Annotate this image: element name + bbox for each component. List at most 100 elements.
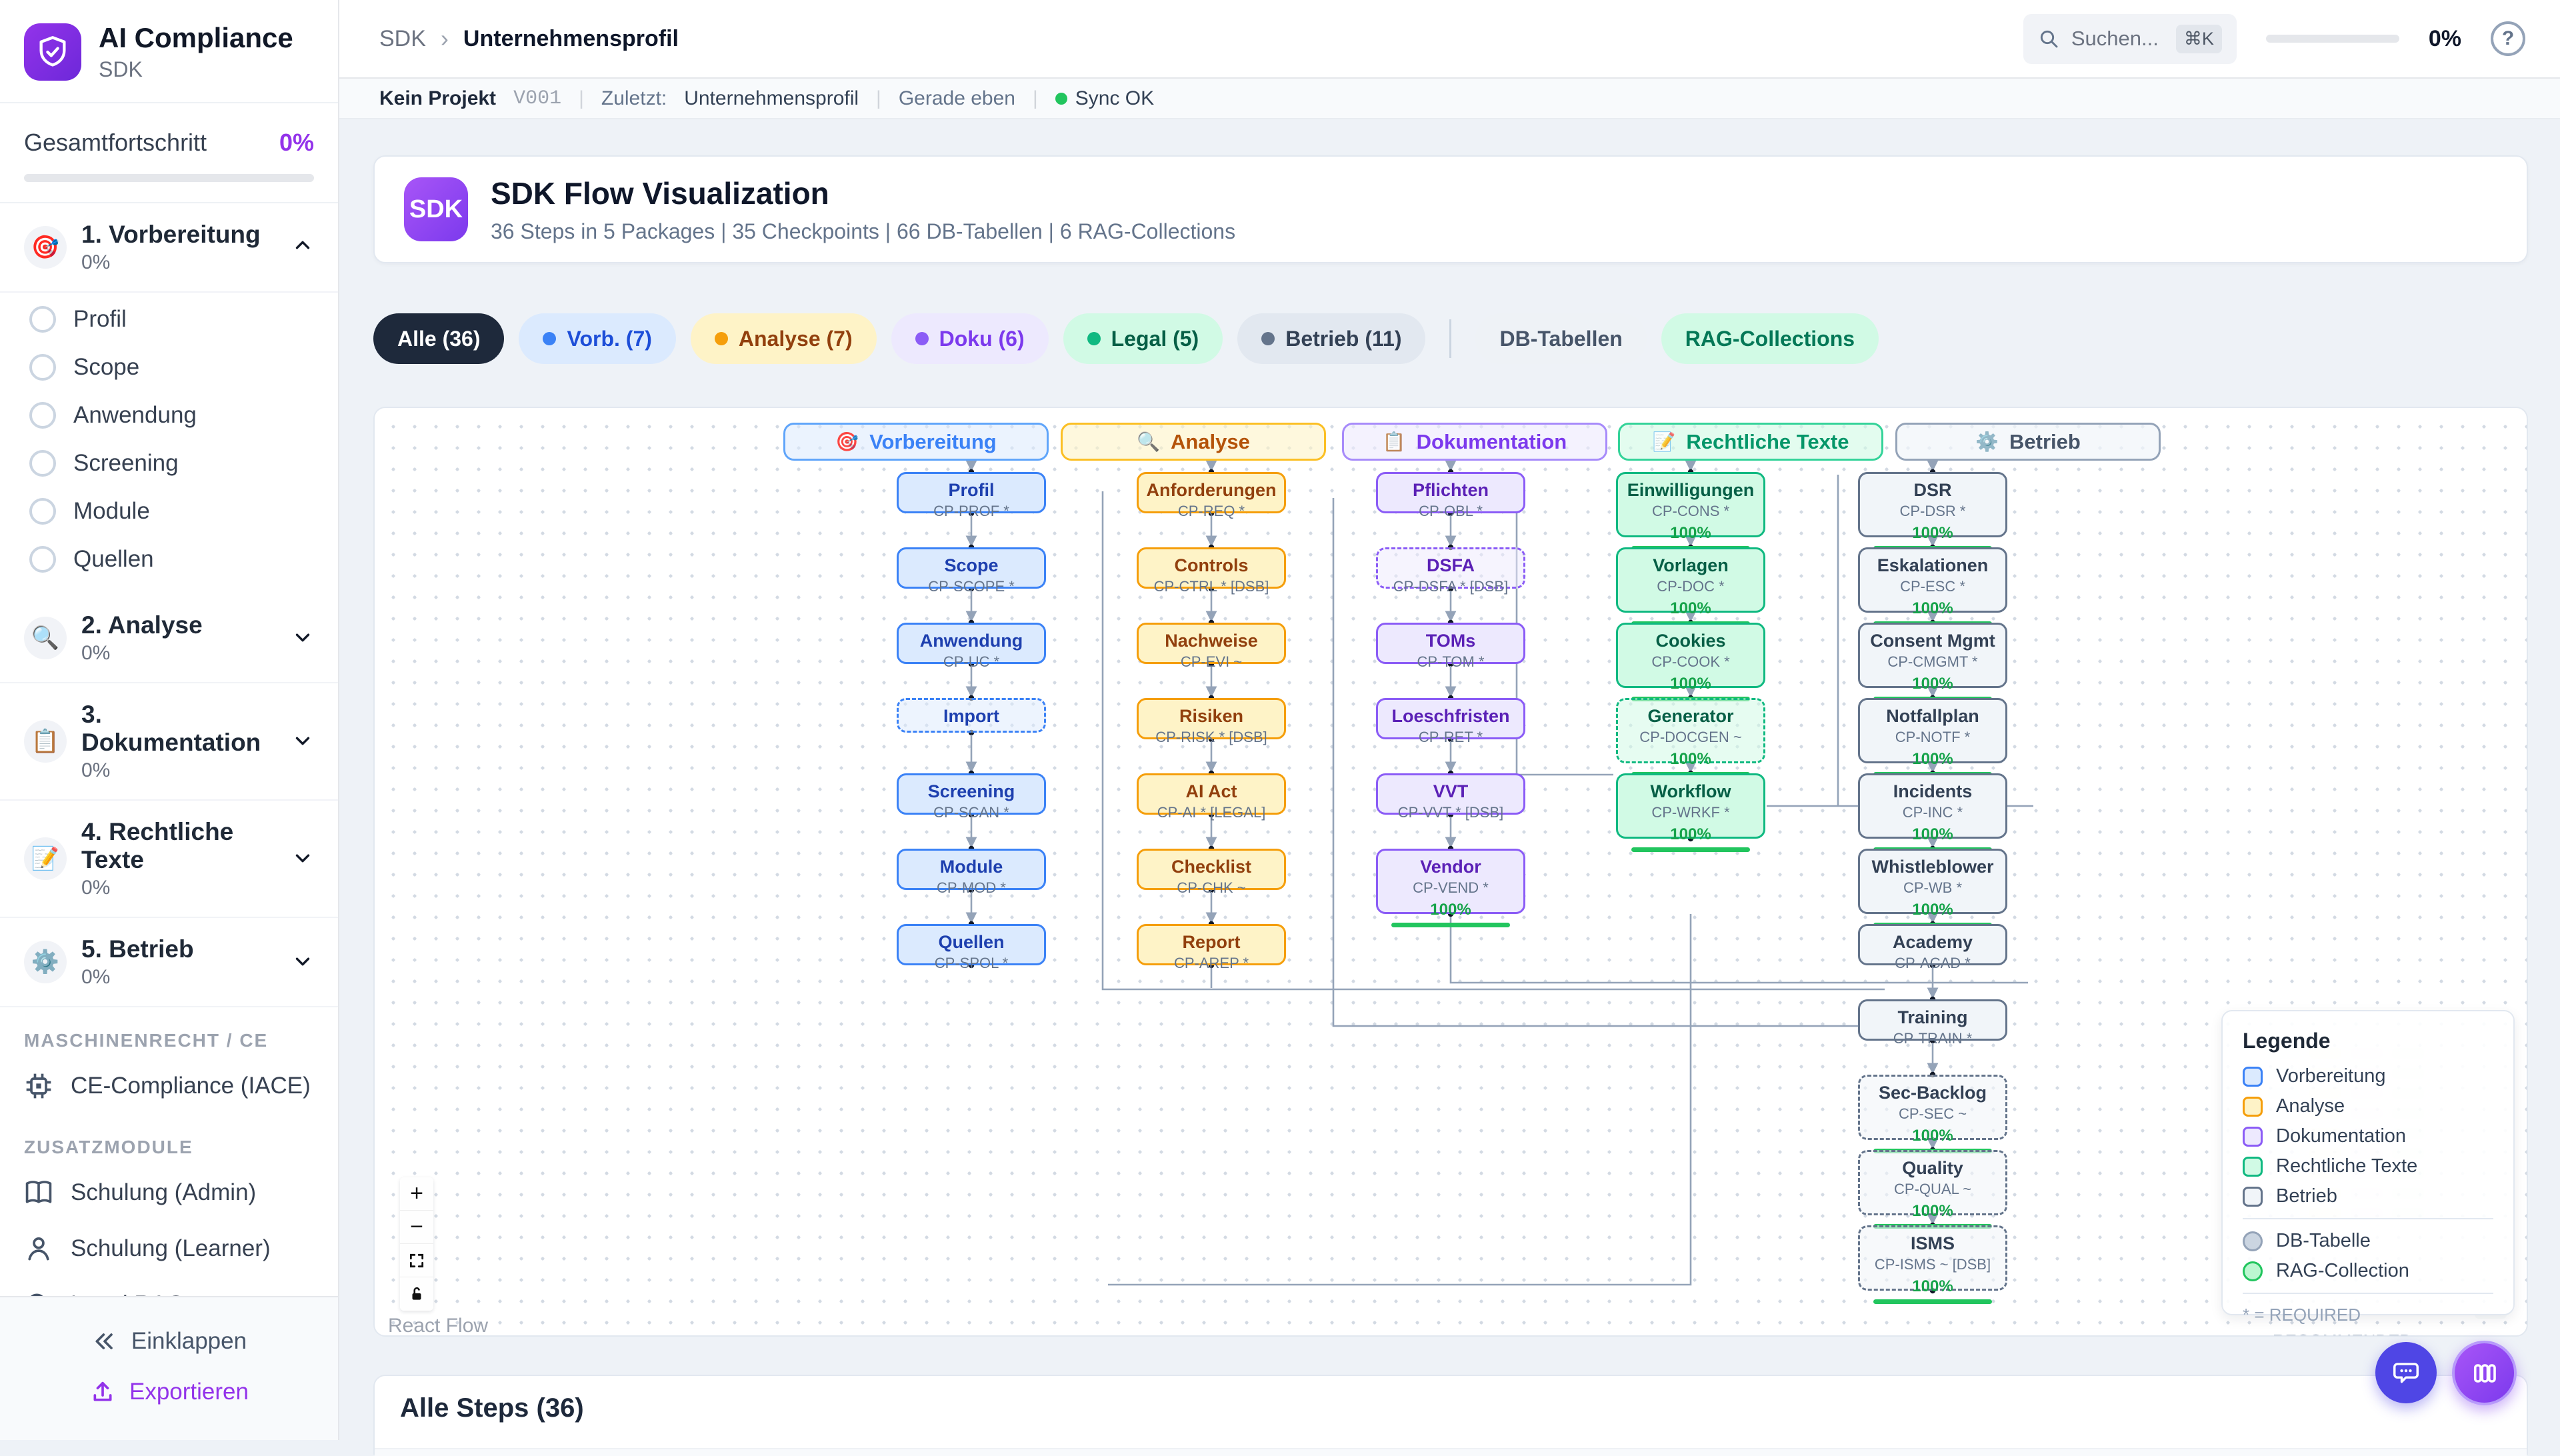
rechtliche-texte-package-icon: 📝 [1653,431,1676,453]
kanban-panel-button[interactable] [2452,1341,2517,1405]
lock-button[interactable] [400,1277,433,1311]
sidebar-item-quellen[interactable]: Quellen [0,535,338,583]
step-status-circle [29,306,56,333]
filter-label: Betrieb (11) [1285,327,1401,351]
help-icon[interactable]: ? [2491,21,2525,56]
node-progress-value: 100% [1860,1277,2005,1296]
filter-legal-5[interactable]: Legal (5) [1063,313,1223,364]
sidebar-item-schulung-learner[interactable]: Schulung (Learner) [0,1221,338,1277]
filter-betrieb-11[interactable]: Betrieb (11) [1237,313,1425,364]
sidebar-item-anwendung[interactable]: Anwendung [0,391,338,439]
sidebar-item-ce-compliance-iace[interactable]: CE-Compliance (IACE) [0,1058,338,1114]
collapse-sidebar-button[interactable]: Einklappen [0,1316,338,1367]
sidebar-item-schulung-admin[interactable]: Schulung (Admin) [0,1165,338,1221]
node-title: Cookies [1618,631,1763,651]
zoom-out-button[interactable]: − [400,1211,433,1244]
sidebar-item-screening[interactable]: Screening [0,439,338,487]
zoom-in-button[interactable]: + [400,1177,433,1211]
filter-analyse-7[interactable]: Analyse (7) [691,313,877,364]
sidebar-item-profil[interactable]: Profil [0,295,338,343]
node-code: CP-CTRL * [DSB] [1139,578,1284,595]
node-code: CP-OBL * [1378,503,1523,520]
package-header-analyse[interactable]: 🔍Analyse [1061,423,1326,461]
flow-node-import[interactable]: Import [897,698,1046,733]
node-progress-value: 100% [1860,524,2005,543]
filter-vorb-7[interactable]: Vorb. (7) [519,313,675,364]
package-header-betrieb[interactable]: ⚙️Betrieb [1895,423,2161,461]
react-flow-attribution[interactable]: React Flow [388,1315,488,1337]
node-title: Risiken [1139,706,1284,727]
sidebar-item-module[interactable]: Module [0,487,338,535]
node-title: Sec-Backlog [1860,1083,2005,1103]
node-title: Generator [1618,706,1763,727]
last-label: Zuletzt: [601,87,667,110]
filter-db-tabellen[interactable]: DB-Tabellen [1475,313,1646,364]
sidebar-item-scope[interactable]: Scope [0,343,338,391]
4-rechtliche-texte-icon: 📝 [24,837,67,880]
legend-swatch [2243,1097,2263,1117]
fit-view-button[interactable] [400,1244,433,1277]
chevron-down-icon [291,949,314,975]
breadcrumb-sdk[interactable]: SDK [379,26,426,52]
filter-label: Analyse (7) [739,327,853,351]
export-button[interactable]: Exportieren [0,1367,338,1417]
chat-button[interactable] [2375,1342,2437,1403]
filter-alle-36[interactable]: Alle (36) [373,313,504,364]
package-header-rechtliche-texte[interactable]: 📝Rechtliche Texte [1618,423,1883,461]
search-input[interactable]: Suchen... ⌘K [2023,14,2237,64]
filter-rag-collections[interactable]: RAG-Collections [1661,313,1879,364]
chip-divider [1449,319,1451,358]
chip-icon [24,1071,53,1101]
filter-doku-6[interactable]: Doku (6) [891,313,1049,364]
node-code: CP-NOTF * [1860,729,2005,746]
node-progress-bar [1873,1299,1992,1304]
sidebar-item-legal-rag[interactable]: Legal RAG [0,1277,338,1296]
package-header-dokumentation[interactable]: 📋Dokumentation [1342,423,1607,461]
package-header-vorbereitung[interactable]: 🎯Vorbereitung [783,423,1049,461]
search-icon [24,1290,53,1296]
